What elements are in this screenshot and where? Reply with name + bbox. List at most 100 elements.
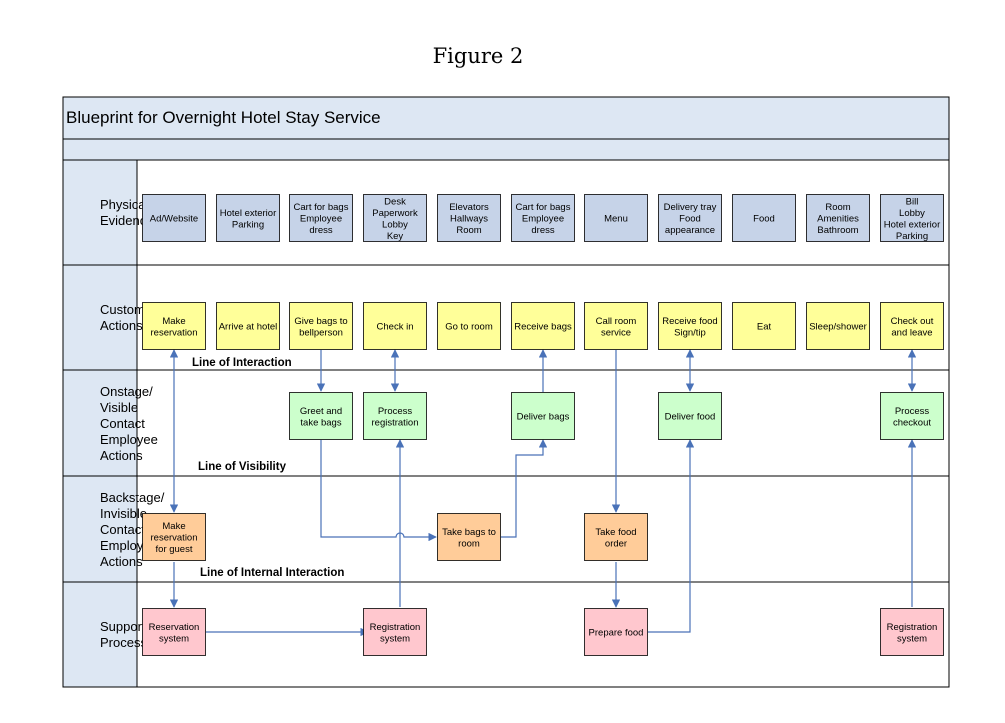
customer-box-label: Sleep/shower	[809, 322, 867, 333]
backstage-box-label: Take food	[595, 527, 636, 538]
support-box-label: system	[897, 633, 927, 644]
lane-label-line: Evidence	[100, 213, 153, 228]
onstage-box-label: registration	[372, 417, 419, 428]
physical-box-label: Ad/Website	[150, 214, 198, 225]
customer-box-label: bellperson	[299, 327, 343, 338]
physical-box-label: Food	[753, 214, 775, 225]
physical-box: Ad/Website	[142, 194, 206, 242]
customer-box-label: Call room	[596, 316, 637, 327]
customer-box-rect	[732, 302, 796, 350]
physical-box-rect	[880, 194, 944, 242]
physical-box-label: dress	[309, 225, 332, 236]
physical-box-label: Employee	[522, 214, 564, 225]
physical-box-label: Hotel exterior	[884, 219, 941, 230]
lane-label-line: Contact	[100, 522, 145, 537]
physical-box-label: Cart for bags	[516, 202, 571, 213]
physical-box-label: Hallways	[450, 214, 488, 225]
customer-box-rect	[142, 302, 206, 350]
backstage-box-rect	[584, 513, 648, 561]
figure-title: Figure 2	[433, 44, 524, 68]
physical-box: Menu	[584, 194, 648, 242]
flow-arrow	[648, 439, 695, 633]
customer-box-rect	[437, 302, 501, 350]
customer-box-label: Check out	[891, 316, 934, 327]
lane-label-line: Physical	[100, 197, 149, 212]
flow-arrows	[169, 349, 917, 637]
lane-label-column	[62, 159, 138, 688]
customer-box: Receive bags	[511, 302, 575, 350]
onstage-box-label: Greet and	[300, 406, 342, 417]
physical-box-rect	[584, 194, 648, 242]
onstage-box-rect	[289, 392, 353, 440]
line-of-internal-interaction-label: Line of Internal Interaction	[200, 567, 344, 579]
support-box-label: system	[380, 633, 410, 644]
physical-box-label: appearance	[665, 225, 715, 236]
customer-box-label: service	[601, 327, 631, 338]
lane-label-line: Backstage/	[100, 490, 165, 505]
lane-label-line: Support	[100, 619, 146, 634]
onstage-box-label: Process	[378, 406, 413, 417]
physical-box-rect	[658, 194, 722, 242]
customer-box-rect	[658, 302, 722, 350]
support-box-label: Prepare food	[589, 628, 644, 639]
onstage-box-rect	[880, 392, 944, 440]
support-box-rect	[880, 608, 944, 656]
flow-arrow	[320, 440, 437, 542]
customer-box-label: reservation	[151, 327, 198, 338]
lane-label-physical: Physical Evidence	[100, 197, 153, 228]
physical-box-label: Menu	[604, 214, 628, 225]
onstage-box: Deliver bags	[511, 392, 575, 440]
physical-box-rect	[363, 194, 427, 242]
physical-box-rect	[142, 194, 206, 242]
physical-box-label: Parking	[896, 231, 928, 242]
physical-box-label: Parking	[232, 219, 264, 230]
support-box-rect	[584, 608, 648, 656]
customer-box-label: Give bags to	[294, 316, 347, 327]
backstage-box-rect	[437, 513, 501, 561]
backstage-box-label: Take bags to	[442, 527, 496, 538]
physical-box-label: Lobby	[382, 219, 408, 230]
customer-box-label: Receive food	[662, 316, 717, 327]
physical-box-label: Food	[679, 214, 701, 225]
physical-box-rect	[806, 194, 870, 242]
customer-box-rect	[289, 302, 353, 350]
customer-box-rect	[363, 302, 427, 350]
lane-label-line: Invisible	[100, 506, 147, 521]
physical-box-label: dress	[531, 225, 554, 236]
lane-label-line: Actions	[100, 554, 143, 569]
customer-box: Eat	[732, 302, 796, 350]
physical-box: Food	[732, 194, 796, 242]
physical-box-rect	[437, 194, 501, 242]
onstage-box: Deliver food	[658, 392, 722, 440]
line-of-visibility-label: Line of Visibility	[198, 461, 287, 473]
customer-box-rect	[880, 302, 944, 350]
backstage-box-label: reservation	[151, 533, 198, 544]
physical-box-rect	[289, 194, 353, 242]
physical-box-label: Delivery tray	[664, 202, 717, 213]
physical-box-rect	[732, 194, 796, 242]
lane-label-line: Actions	[100, 318, 143, 333]
physical-box-label: Amenities	[817, 214, 859, 225]
customer-box-label: and leave	[891, 327, 932, 338]
support-box-label: Registration	[887, 622, 938, 633]
physical-box-label: Key	[387, 231, 404, 242]
customer-box: Sleep/shower	[806, 302, 870, 350]
flow-arrow	[501, 439, 548, 538]
backstage-box-label: order	[605, 538, 627, 549]
